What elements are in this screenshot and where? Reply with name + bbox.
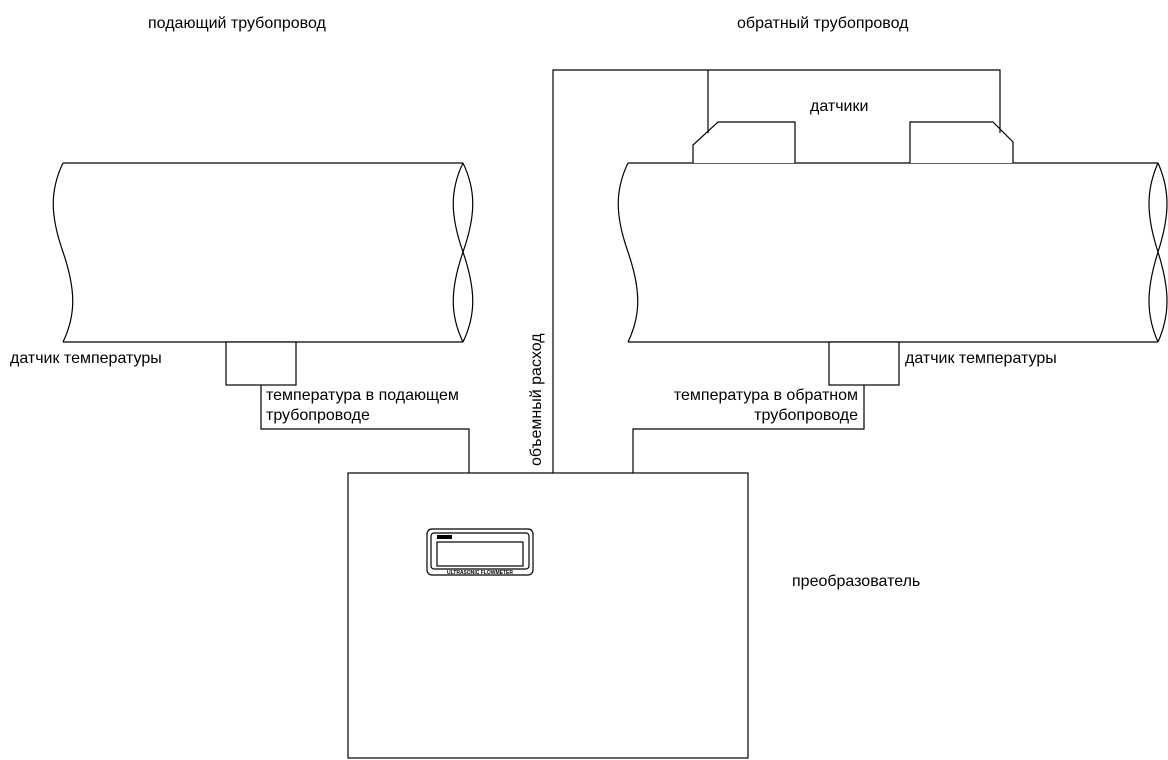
temp-sensor-supply-label: датчик температуры [10,350,162,367]
temp-sensor-supply [225,341,297,386]
supply-pipe-left-end [52,162,74,343]
wiring [260,69,1001,473]
temp-sensor-return [828,341,900,386]
return-pipe-title: обратный трубопровод [737,15,909,32]
supply-pipe-right-end-inner [452,162,474,343]
flowmeter-display: ULTRASONIC FLOWMETER [426,528,534,576]
converter-label: преобразователь [792,573,920,590]
converter-housing [347,472,749,759]
sensor-cable-loop [552,69,1001,473]
ultrasonic-sensor-right [909,121,1014,163]
return-temp-label-line1: температура в обратном [674,387,858,404]
supply-temp-label-line1: температура в подающем [266,387,459,404]
return-pipe-right-end-inner [1148,162,1168,343]
display-caption: ULTRASONIC FLOWMETER [447,570,513,576]
supply-pipe-title: подающий трубопровод [148,15,327,32]
volume-flow-label: объемный расход [528,333,545,466]
sensors-label: датчики [810,98,868,115]
supply-temp-cable [260,385,470,473]
return-pipe-left-end [617,162,639,343]
display-logo [437,535,452,539]
return-temp-cable [632,385,865,473]
return-pipe [617,162,1168,343]
temp-sensor-return-label: датчик температуры [905,350,1057,367]
display-screen [436,541,524,567]
ultrasonic-sensors [692,121,1014,163]
supply-pipe [52,162,474,343]
ultrasonic-sensor-left [692,121,796,163]
return-temp-label-line2: трубопроводе [754,407,858,424]
supply-temp-label-line2: трубопроводе [266,407,370,424]
